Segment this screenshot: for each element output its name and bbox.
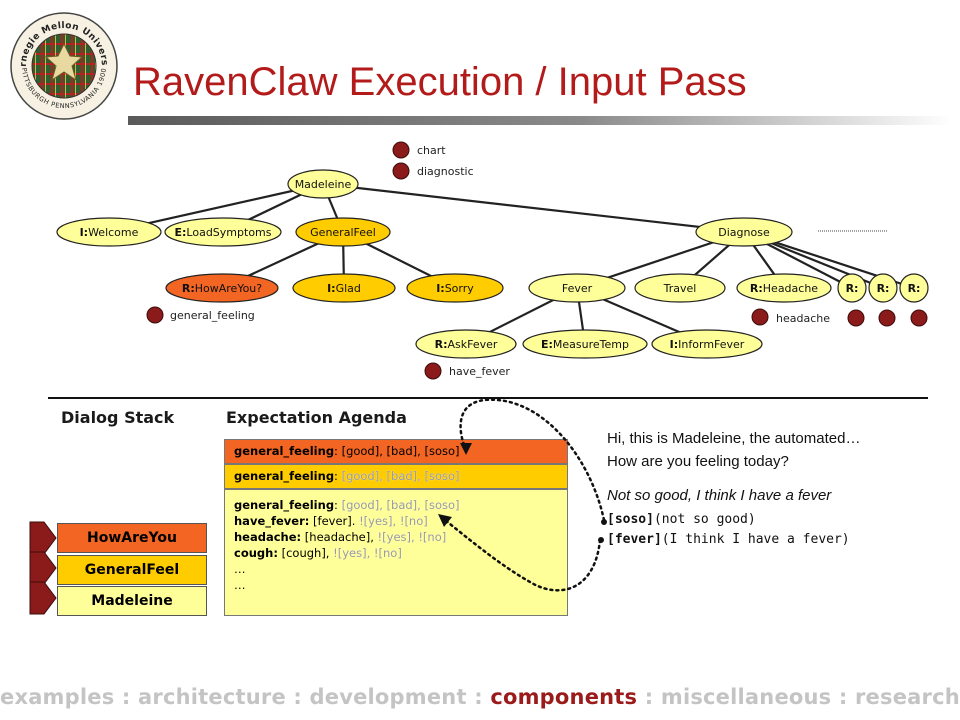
dialog-stack-header: Dialog Stack <box>61 408 175 427</box>
node-loadsymptoms: E:LoadSymptoms <box>164 217 282 247</box>
svg-text:E:LoadSymptoms: E:LoadSymptoms <box>175 226 272 239</box>
svg-text:I:InformFever: I:InformFever <box>670 338 745 351</box>
concept-headache-dot <box>751 308 769 326</box>
svg-text:Diagnose: Diagnose <box>718 226 770 239</box>
svg-text:Fever: Fever <box>562 282 593 295</box>
svg-text:Madeleine: Madeleine <box>295 178 352 191</box>
agenda-line-headache: headache: [headache], ![yes], ![no] <box>234 530 447 544</box>
parse-line-fever: [fever](I think I have a fever) <box>607 532 850 547</box>
slide-title: RavenClaw Execution / Input Pass <box>133 60 747 104</box>
arrowhead-fever <box>438 514 452 527</box>
node-diagnose: Diagnose <box>695 217 793 247</box>
agenda-line-ellipsis-1: … <box>234 562 246 576</box>
concept-diagnostic-label: diagnostic <box>417 165 474 178</box>
footer-link-components[interactable]: components <box>490 685 638 709</box>
concept-general-feeling-dot <box>146 306 164 324</box>
stack-arrow-1 <box>29 521 57 555</box>
node-sorry: I:Sorry <box>406 273 504 303</box>
arrow-origin-soso <box>601 519 607 525</box>
svg-text:I:Welcome: I:Welcome <box>80 226 139 239</box>
system-prompt-line-2: How are you feeling today? <box>607 453 789 470</box>
system-prompt-line-1: Hi, this is Madeleine, the automated… <box>607 430 861 447</box>
university-seal-logo: Carnegie Mellon University PITTSBURGH PE… <box>8 10 118 120</box>
agenda-row2-concept: general_feeling <box>234 469 335 483</box>
node-measuretemp: E:MeasureTemp <box>522 329 648 359</box>
arrow-origin-fever <box>598 537 604 543</box>
node-generalfeel: GeneralFeel <box>295 217 391 247</box>
concept-diagnostic-dot <box>392 162 410 180</box>
agenda-row2-values: [good], [bad], [soso] <box>341 469 460 483</box>
svg-text:R:: R: <box>908 282 921 295</box>
concept-general-feeling-label: general_feeling <box>170 309 255 322</box>
arrow-fever-to-agenda <box>443 518 602 592</box>
agenda-line-ellipsis-2: … <box>234 578 246 592</box>
agenda-row1-values: : [good], [bad], [soso] <box>334 444 460 458</box>
footer-separator: : <box>466 685 491 709</box>
footer-link-research[interactable]: research <box>855 685 960 709</box>
node-howareyou: R:HowAreYou? <box>165 273 279 303</box>
dialog-task-tree: chart diagnostic general_feeling headach… <box>48 141 929 399</box>
concept-chart-dot <box>392 141 410 159</box>
stack-arrow-2 <box>29 551 57 585</box>
svg-text:R:: R: <box>877 282 890 295</box>
footer-separator: : <box>285 685 310 709</box>
stack-item-madeleine: Madeleine <box>57 586 207 616</box>
agenda-row1-concept: general_feeling <box>234 444 335 458</box>
expectation-agenda-header: Expectation Agenda <box>226 408 407 427</box>
node-madeleine: Madeleine <box>287 169 359 199</box>
node-r3: R: <box>899 273 929 303</box>
stack-arrow-3 <box>29 581 57 615</box>
agenda-row-2: general_feeling: [good], [bad], [soso] <box>224 464 568 489</box>
stack-item-generalfeel: GeneralFeel <box>57 555 207 585</box>
concept-headache-label: headache <box>776 312 830 325</box>
agenda-row-1: general_feeling: [good], [bad], [soso] <box>224 439 568 464</box>
arrow-soso-to-agenda <box>459 398 606 522</box>
footer-separator: : <box>637 685 661 709</box>
agenda-row-3: general_feeling: [good], [bad], [soso] h… <box>224 489 568 616</box>
node-askfever: R:AskFever <box>415 329 517 359</box>
user-utterance: Not so good, I think I have a fever <box>607 487 832 504</box>
agenda-line-cough: cough: [cough], ![yes], ![no] <box>234 546 402 560</box>
agenda-row2-sep: : <box>334 469 342 483</box>
concept-chart-label: chart <box>417 144 446 157</box>
svg-text:R:HowAreYou?: R:HowAreYou? <box>182 282 262 295</box>
svg-text:I:Sorry: I:Sorry <box>436 282 474 295</box>
node-r1: R: <box>837 273 867 303</box>
svg-text:R:Headache: R:Headache <box>750 282 818 295</box>
concept-r2-dot <box>878 309 896 327</box>
concept-r3-dot <box>910 309 928 327</box>
stack-arrows <box>29 521 57 615</box>
node-welcome: I:Welcome <box>56 217 162 247</box>
stack-item-howareyou: HowAreYou <box>57 523 207 553</box>
node-r2: R: <box>868 273 898 303</box>
agenda-line-have-fever: have_fever: [fever]. ![yes], ![no] <box>234 514 428 528</box>
node-informfever: I:InformFever <box>651 329 763 359</box>
node-headache: R:Headache <box>736 273 832 303</box>
svg-text:I:Glad: I:Glad <box>327 282 361 295</box>
svg-text:Travel: Travel <box>663 282 697 295</box>
parse-line-soso: [soso](not so good) <box>607 512 756 527</box>
footer-link-architecture[interactable]: architecture <box>138 685 286 709</box>
node-travel: Travel <box>634 273 726 303</box>
svg-text:E:MeasureTemp: E:MeasureTemp <box>541 338 629 351</box>
svg-text:R:AskFever: R:AskFever <box>435 338 498 351</box>
footer-link-development[interactable]: development <box>309 685 467 709</box>
node-fever: Fever <box>528 273 626 303</box>
svg-text:R:: R: <box>846 282 859 295</box>
footer-link-miscellaneous[interactable]: miscellaneous <box>660 685 832 709</box>
footer-link-examples[interactable]: examples <box>0 685 115 709</box>
concept-have-fever-dot <box>424 362 442 380</box>
concept-have-fever-label: have_fever <box>449 365 510 378</box>
footer-separator: : <box>831 685 855 709</box>
title-rule <box>128 116 953 125</box>
footer-navigation: examples : architecture : development : … <box>0 685 960 709</box>
agenda-line-general-feeling: general_feeling: [good], [bad], [soso] <box>234 498 460 512</box>
svg-text:GeneralFeel: GeneralFeel <box>310 226 376 239</box>
arrowhead-soso <box>460 443 472 455</box>
node-glad: I:Glad <box>292 273 396 303</box>
concept-r1-dot <box>847 309 865 327</box>
footer-separator: : <box>114 685 139 709</box>
